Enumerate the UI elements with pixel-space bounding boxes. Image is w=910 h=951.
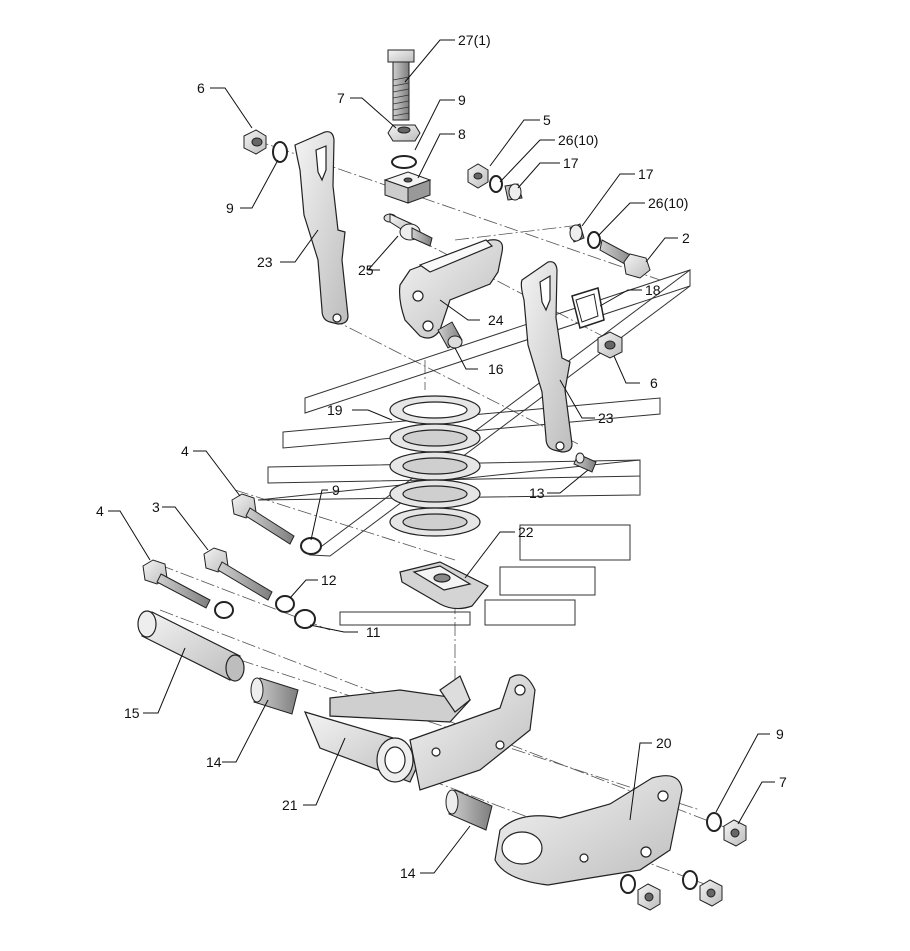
callout-8: 8 [458,126,466,142]
callout-17-upper: 17 [563,155,579,171]
leader-lines [108,39,775,874]
nut-7-lower-right [723,819,747,847]
nut-6-right [597,331,623,359]
callout-11: 11 [366,624,381,640]
washer-26-right [587,231,601,249]
callout-12: 12 [321,572,337,588]
bolt-4-upper [231,493,295,545]
bolt-3 [203,547,273,601]
swing-arm-21 [303,674,536,791]
bracket-24 [398,239,504,339]
callout-20: 20 [656,735,672,751]
callout-7-lower-right: 7 [779,774,787,790]
block-8 [383,171,432,204]
pin-25 [383,213,433,247]
nut-lower-1 [637,883,661,911]
nut-7-top [387,124,421,142]
washer-11 [294,609,316,629]
spring-seat-22 [399,561,489,610]
washer-9-top [391,155,417,169]
bolt-27 [387,49,415,121]
callout-6-left: 6 [197,80,205,96]
bracket-20 [494,775,683,886]
callout-4-lower: 4 [96,503,104,519]
perspective-guide-boxes [257,269,691,626]
callout-14-lower: 14 [400,865,416,881]
callout-13: 13 [529,485,545,501]
callout-14-upper: 14 [206,754,222,770]
bolt-4-lower [142,559,211,609]
washer-9-mid [300,537,322,555]
plate-18 [571,287,605,329]
bushing-14-upper [250,677,299,715]
callout-7-top: 7 [337,90,345,106]
spring-19 [389,395,481,537]
callout-9-top: 9 [458,92,466,108]
callout-17-right: 17 [638,166,654,182]
callout-6-right: 6 [650,375,658,391]
callout-22: 22 [518,524,534,540]
washer-lower-1 [620,874,636,894]
arm-23-right [520,261,573,453]
bushing-14-lower [445,789,493,831]
bushing-16 [437,321,463,349]
callout-27: 27(1) [458,32,491,48]
callout-labels: 27(1) 6 7 9 8 5 26(10) 17 9 17 26(10) 2 … [96,32,787,881]
callout-21: 21 [282,797,298,813]
callout-19: 19 [327,402,343,418]
nut-lower-2 [699,879,723,907]
bolt-2 [599,239,651,279]
callout-3: 3 [152,499,160,515]
assembly-axis-lines [159,139,746,891]
callout-24: 24 [488,312,504,328]
washer-26-upper [489,175,503,193]
callout-5: 5 [543,112,551,128]
callout-25: 25 [358,262,374,278]
callout-4-upper: 4 [181,443,189,459]
callout-9-left: 9 [226,200,234,216]
tube-15 [137,610,245,682]
washer-9-left [272,141,288,163]
pin-13 [573,452,597,473]
washer-lower-2 [682,870,698,890]
callout-23-right: 23 [598,410,614,426]
callout-18: 18 [645,282,661,298]
callout-26-upper: 26(10) [558,132,598,148]
callout-9-mid: 9 [332,482,340,498]
washer-12 [275,595,295,613]
spacer-17-right [569,223,585,243]
nut-5 [467,163,489,189]
callout-9-lower-right: 9 [776,726,784,742]
washer-bolt4-lower [214,601,234,619]
callout-26-right: 26(10) [648,195,688,211]
callout-23-left: 23 [257,254,273,270]
arm-23-left [294,131,349,325]
nut-6-left [243,129,267,155]
washer-9-lower-right [706,812,722,832]
callout-15: 15 [124,705,140,721]
callout-16: 16 [488,361,504,377]
callout-2: 2 [682,230,690,246]
